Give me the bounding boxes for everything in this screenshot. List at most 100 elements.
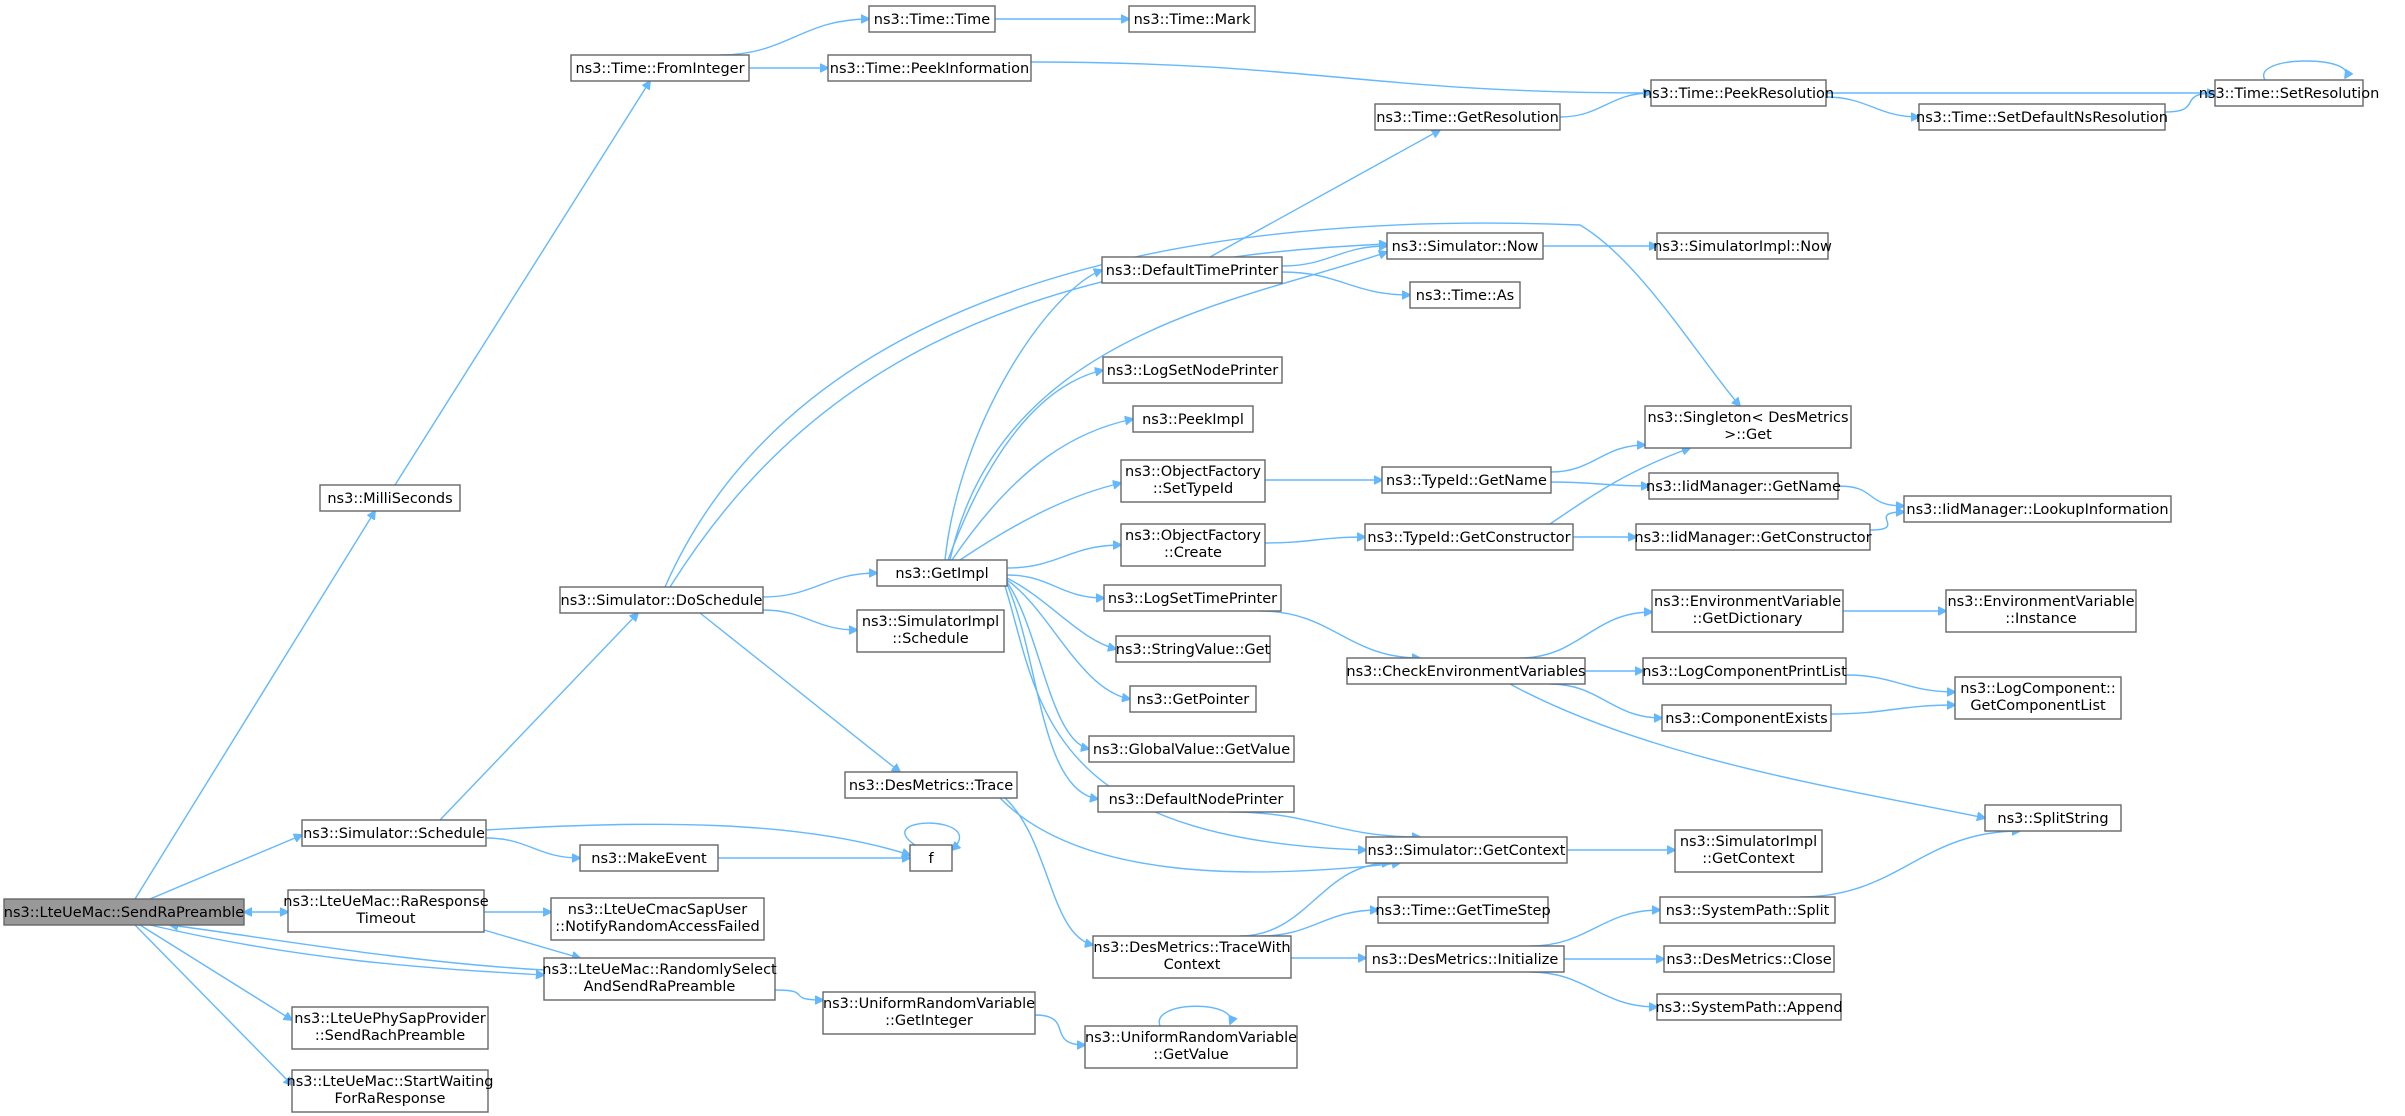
edge-logsettime-to-checkenv (1259, 610, 1420, 658)
node-logsetnode[interactable]: ns3::LogSetNodePrinter (1102, 356, 1283, 384)
node-label: ns3::IidManager::GetConstructor (1634, 530, 1871, 546)
node-desclose[interactable]: ns3::DesMetrics::Close (1663, 945, 1835, 973)
edge-checkenv-to-splitstring (1509, 683, 1985, 818)
node-typeidgetname[interactable]: ns3::TypeId::GetName (1381, 466, 1552, 494)
node-defnodep[interactable]: ns3::DefaultNodePrinter (1097, 785, 1295, 813)
node-label: ns3::EnvironmentVariable (1947, 594, 2134, 610)
node-label: ::Schedule (892, 631, 968, 647)
node-ofcreate[interactable]: ns3::ObjectFactory::Create (1120, 523, 1266, 567)
node-syspathsplit[interactable]: ns3::SystemPath::Split (1659, 896, 1836, 924)
node-box (868, 5, 996, 33)
node-compexists[interactable]: ns3::ComponentExists (1661, 704, 1832, 732)
node-randsel[interactable]: ns3::LteUeMac::RandomlySelectAndSendRaPr… (542, 957, 777, 1001)
node-label: ns3::LteUeMac::StartWaiting (287, 1074, 494, 1090)
node-box (301, 819, 487, 847)
node-makeevent[interactable]: ns3::MakeEvent (579, 844, 719, 872)
node-getpointer[interactable]: ns3::GetPointer (1129, 685, 1257, 713)
node-checkenv[interactable]: ns3::CheckEnvironmentVariables (1346, 657, 1586, 685)
node-simschedule[interactable]: ns3::Simulator::Schedule (301, 819, 487, 847)
node-simimplgetctx[interactable]: ns3::SimulatorImpl::GetContext (1674, 829, 1823, 873)
edge-root-to-startwait (134, 924, 292, 1085)
node-label: ns3::ObjectFactory (1125, 528, 1261, 544)
node-globalval[interactable]: ns3::GlobalValue::GetValue (1088, 735, 1295, 763)
node-box (1102, 356, 1283, 384)
node-envgetdict[interactable]: ns3::EnvironmentVariable::GetDictionary (1651, 589, 1844, 633)
node-f[interactable]: f (909, 844, 953, 872)
node-label: ns3::Time::Time (874, 12, 991, 28)
node-simimplsched[interactable]: ns3::SimulatorImpl::Schedule (856, 609, 1005, 653)
node-label: ns3::DesMetrics::TraceWith (1093, 940, 1290, 956)
node-getimpl[interactable]: ns3::GetImpl (876, 559, 1008, 587)
node-mark[interactable]: ns3::Time::Mark (1128, 5, 1256, 33)
node-typeidgetctor[interactable]: ns3::TypeId::GetConstructor (1364, 523, 1574, 551)
node-millis[interactable]: ns3::MilliSeconds (319, 484, 461, 512)
node-getres[interactable]: ns3::Time::GetResolution (1374, 103, 1561, 131)
node-box (579, 844, 719, 872)
node-destrace[interactable]: ns3::DesMetrics::Trace (844, 771, 1018, 799)
edge-deftp-to-timeas (1281, 271, 1410, 295)
node-timeas[interactable]: ns3::Time::As (1409, 281, 1521, 309)
node-label: ns3::Simulator::Now (1392, 239, 1539, 255)
node-label: ns3::LogComponent:: (1960, 681, 2116, 697)
node-label: ::SendRachPreamble (315, 1028, 465, 1044)
node-iidgetname[interactable]: ns3::IidManager::GetName (1646, 472, 1841, 500)
node-physendrach[interactable]: ns3::LteUePhySapProvider::SendRachPreamb… (291, 1006, 489, 1050)
node-doschedule[interactable]: ns3::Simulator::DoSchedule (559, 586, 764, 614)
node-label: ns3::ObjectFactory (1125, 464, 1261, 480)
node-iidlookup[interactable]: ns3::IidManager::LookupInformation (1903, 495, 2172, 523)
edge-typeidgetname-to-iidgetname (1550, 481, 1649, 486)
node-logcompprint[interactable]: ns3::LogComponentPrintList (1642, 657, 1847, 685)
node-label: ns3::GlobalValue::GetValue (1093, 742, 1290, 758)
node-envinstance[interactable]: ns3::EnvironmentVariable::Instance (1945, 589, 2137, 633)
edge-simschedule-to-makeevent (485, 837, 580, 858)
node-root[interactable]: ns3::LteUeMac::SendRaPreamble (3, 898, 245, 926)
node-cmacnotify[interactable]: ns3::LteUeCmacSapUser::NotifyRandomAcces… (550, 897, 765, 941)
node-box (1377, 896, 1549, 924)
node-box (1128, 5, 1256, 33)
node-syspathappend[interactable]: ns3::SystemPath::Append (1655, 993, 1843, 1021)
node-label: ns3::StringValue::Get (1116, 642, 1271, 658)
edge-getimpl-to-deftp (944, 270, 1102, 561)
node-label: ns3::SystemPath::Append (1655, 1000, 1842, 1016)
node-gettimestep[interactable]: ns3::Time::GetTimeStep (1375, 896, 1551, 924)
node-label: ns3::DesMetrics::Initialize (1372, 952, 1559, 968)
node-simimplnow[interactable]: ns3::SimulatorImpl::Now (1653, 232, 1832, 260)
node-simgetctx[interactable]: ns3::Simulator::GetContext (1365, 836, 1568, 864)
node-logsettime[interactable]: ns3::LogSetTimePrinter (1103, 584, 1282, 612)
node-strvalget[interactable]: ns3::StringValue::Get (1115, 635, 1271, 663)
node-box (1115, 635, 1271, 663)
edge-rarespto-to-randsel (483, 929, 580, 958)
edge-ofcreate-to-typeidgetctor (1264, 537, 1365, 544)
node-label: Context (1164, 957, 1221, 973)
node-peekinfo[interactable]: ns3::Time::PeekInformation (827, 54, 1032, 82)
node-peekres[interactable]: ns3::Time::PeekResolution (1643, 79, 1834, 107)
node-label: ns3::TypeId::GetName (1386, 473, 1547, 489)
node-label: ns3::MakeEvent (591, 851, 707, 867)
node-peekimpl[interactable]: ns3::PeekImpl (1132, 405, 1254, 433)
node-label: ns3::Simulator::GetContext (1368, 843, 1566, 859)
node-setres[interactable]: ns3::Time::SetResolution (2199, 79, 2380, 107)
node-splitstring[interactable]: ns3::SplitString (1984, 804, 2122, 832)
node-fromint[interactable]: ns3::Time::FromInteger (570, 54, 750, 82)
node-logcompget[interactable]: ns3::LogComponent::GetComponentList (1954, 676, 2122, 720)
node-urvgetval[interactable]: ns3::UniformRandomVariable::GetValue (1084, 1025, 1298, 1069)
node-label: ns3::ComponentExists (1665, 711, 1828, 727)
node-desinit[interactable]: ns3::DesMetrics::Initialize (1365, 945, 1565, 973)
node-timetime[interactable]: ns3::Time::Time (868, 5, 996, 33)
node-singleton[interactable]: ns3::Singleton< DesMetrics>::Get (1644, 405, 1852, 449)
node-deftp[interactable]: ns3::DefaultTimePrinter (1101, 256, 1283, 284)
node-simnow[interactable]: ns3::Simulator::Now (1386, 232, 1544, 260)
node-box (856, 609, 1005, 653)
node-box (291, 1069, 489, 1113)
edge-getimpl-to-getpointer (1006, 579, 1130, 699)
node-iidgetctor[interactable]: ns3::IidManager::GetConstructor (1634, 523, 1872, 551)
node-setdefns[interactable]: ns3::Time::SetDefaultNsResolution (1916, 103, 2168, 131)
node-urvgetint[interactable]: ns3::UniformRandomVariable::GetInteger (822, 991, 1036, 1035)
node-box (1132, 405, 1254, 433)
edge-doschedule-to-destrace (699, 612, 900, 772)
node-ofsettypeid[interactable]: ns3::ObjectFactory::SetTypeId (1120, 459, 1266, 503)
node-box (822, 991, 1036, 1035)
